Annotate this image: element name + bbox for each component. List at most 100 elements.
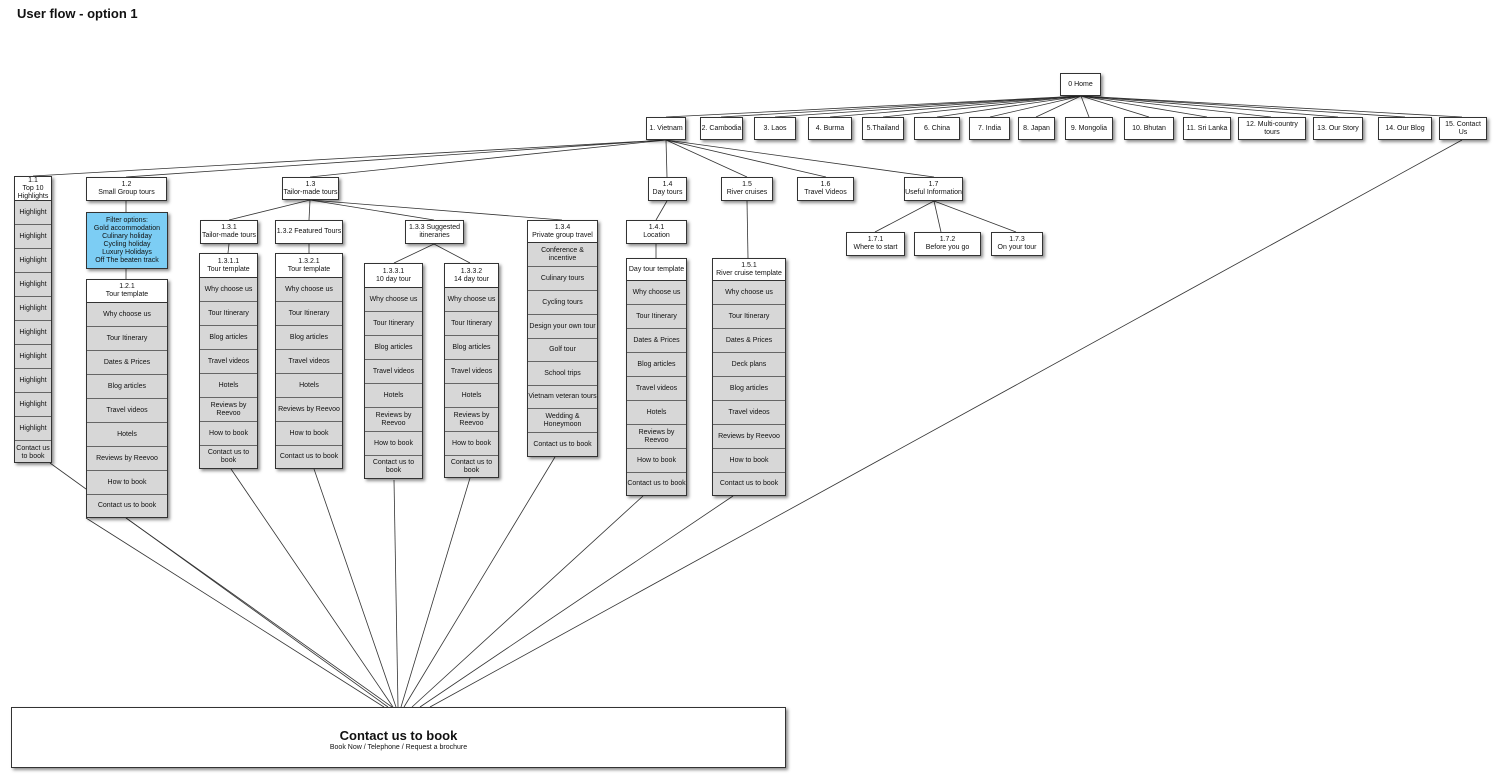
list-item[interactable]: How to book [445,432,498,456]
list-item[interactable]: Contact us to book [450,458,493,474]
list-item[interactable]: Tour Itinerary [445,312,498,336]
list-item[interactable]: Culinary tours [528,267,597,291]
list-item[interactable]: Contact us to book [372,459,415,474]
nav-multi-country[interactable]: 12. Multi-country tours [1238,117,1306,140]
list-item[interactable]: Reviews by Reevoo [627,425,686,449]
list-item[interactable]: Highlight [15,369,51,393]
contact-us-to-book-box[interactable]: Contact us to book Book Now / Telephone … [11,707,786,768]
list-item[interactable]: How to book [627,449,686,473]
list-item[interactable]: Contact us to book [627,480,686,487]
list-item[interactable]: Golf tour [528,339,597,362]
list-item[interactable]: Tour Itinerary [87,327,167,351]
nav-burma[interactable]: 4. Burma [808,117,852,140]
list-item[interactable]: Why choose us [365,288,422,312]
node-private-group-travel[interactable]: 1.3.4 Private group travel [528,221,597,243]
node-tour-template-1311[interactable]: 1.3.1.1 Tour template [200,254,257,278]
list-item[interactable]: Reviews by Reevoo [87,447,167,471]
node-useful-information[interactable]: 1.7 Useful Information [904,177,963,201]
list-item[interactable]: Highlight [15,297,51,321]
node-tailor-made-131[interactable]: 1.3.1 Tailor-made tours [200,220,258,244]
list-item[interactable]: Tour Itinerary [200,302,257,326]
nav-bhutan[interactable]: 10. Bhutan [1124,117,1174,140]
list-item[interactable]: Vietnam veteran tours [528,386,597,409]
node-suggested-itineraries[interactable]: 1.3.3 Suggested itineraries [405,220,464,244]
list-item[interactable]: Contact us to book [533,440,592,448]
list-item[interactable]: Blog articles [445,336,498,360]
list-item[interactable]: Travel videos [365,360,422,384]
list-item[interactable]: Reviews by Reevoo [445,408,498,432]
list-item[interactable]: Tour Itinerary [365,312,422,336]
node-tour-template-121[interactable]: 1.2.1 Tour template [87,280,167,303]
node-location[interactable]: 1.4.1 Location [626,220,687,244]
list-item[interactable]: Deck plans [713,353,785,377]
list-item[interactable]: Travel videos [276,350,342,374]
list-item[interactable]: Dates & Prices [713,329,785,353]
node-tailor-made-tours[interactable]: 1.3 Tailor-made tours [282,177,339,200]
node-home[interactable]: 0 Home [1060,73,1101,96]
list-item[interactable]: Reviews by Reevoo [276,398,342,422]
list-item[interactable]: Contact us to book [279,453,339,460]
list-item[interactable]: Hotels [200,374,257,398]
nav-laos[interactable]: 3. Laos [754,117,796,140]
list-item[interactable]: Blog articles [200,326,257,350]
nav-our-story[interactable]: 13. Our Story [1313,117,1363,140]
list-item[interactable]: Design your own tour [528,315,597,339]
list-item[interactable]: How to book [713,449,785,473]
list-item[interactable]: Dates & Prices [87,351,167,375]
list-item[interactable]: How to book [200,422,257,446]
list-item[interactable]: Tour Itinerary [276,302,342,326]
list-item[interactable]: Blog articles [627,353,686,377]
list-item[interactable]: Why choose us [276,278,342,302]
list-item[interactable]: Why choose us [200,278,257,302]
node-featured-tours[interactable]: 1.3.2 Featured Tours [275,220,343,244]
list-item[interactable]: Travel videos [713,401,785,425]
list-item[interactable]: How to book [276,422,342,446]
list-item[interactable]: Blog articles [365,336,422,360]
node-day-tour-template[interactable]: Day tour template [627,259,686,281]
list-item[interactable]: Wedding & Honeymoon [528,409,597,433]
list-item[interactable]: Travel videos [445,360,498,384]
node-day-tours[interactable]: 1.4 Day tours [648,177,687,201]
node-small-group-tours[interactable]: 1.2 Small Group tours [86,177,167,201]
node-river-cruise-template[interactable]: 1.5.1 River cruise template [713,259,785,281]
list-item[interactable]: Highlight [15,321,51,345]
list-item[interactable]: Highlight [15,249,51,273]
nav-sri-lanka[interactable]: 11. Sri Lanka [1183,117,1231,140]
nav-japan[interactable]: 8. Japan [1018,117,1055,140]
node-14-day-tour[interactable]: 1.3.3.2 14 day tour [445,264,498,288]
node-where-to-start[interactable]: 1.7.1 Where to start [846,232,905,256]
list-item[interactable]: Why choose us [713,281,785,305]
node-top10-highlights[interactable]: 1.1 Top 10 Highlights [15,177,51,201]
list-item[interactable]: Contact us to book [719,480,779,487]
list-item[interactable]: Tour Itinerary [713,305,785,329]
list-item[interactable]: Why choose us [87,303,167,327]
list-item[interactable]: How to book [87,471,167,495]
list-item[interactable]: Tour Itinerary [627,305,686,329]
list-item[interactable]: Highlight [15,393,51,417]
nav-india[interactable]: 7. India [969,117,1010,140]
list-item[interactable]: Blog articles [87,375,167,399]
list-item[interactable]: School trips [528,362,597,386]
list-item[interactable]: Hotels [276,374,342,398]
list-item[interactable]: Dates & Prices [627,329,686,353]
list-item[interactable]: Reviews by Reevoo [713,425,785,449]
list-item[interactable]: Contact us to book [97,502,157,509]
node-before-you-go[interactable]: 1.7.2 Before you go [914,232,981,256]
node-travel-videos[interactable]: 1.6 Travel Videos [797,177,854,201]
list-item[interactable]: Highlight [15,225,51,249]
list-item[interactable]: Travel videos [200,350,257,374]
list-item[interactable]: Reviews by Reevoo [365,408,422,432]
list-item[interactable]: Highlight [15,201,51,225]
node-river-cruises[interactable]: 1.5 River cruises [721,177,773,201]
node-tour-template-1321[interactable]: 1.3.2.1 Tour template [276,254,342,278]
node-10-day-tour[interactable]: 1.3.3.1 10 day tour [365,264,422,288]
list-item[interactable]: Contact us to book [16,444,50,460]
list-item[interactable]: Cycling tours [528,291,597,315]
nav-cambodia[interactable]: 2. Cambodia [700,117,743,140]
list-item[interactable]: Travel videos [627,377,686,401]
list-item[interactable]: Highlight [15,273,51,297]
list-item[interactable]: Why choose us [627,281,686,305]
list-item[interactable]: Blog articles [713,377,785,401]
nav-china[interactable]: 6. China [914,117,960,140]
nav-mongolia[interactable]: 9. Mongolia [1065,117,1113,140]
